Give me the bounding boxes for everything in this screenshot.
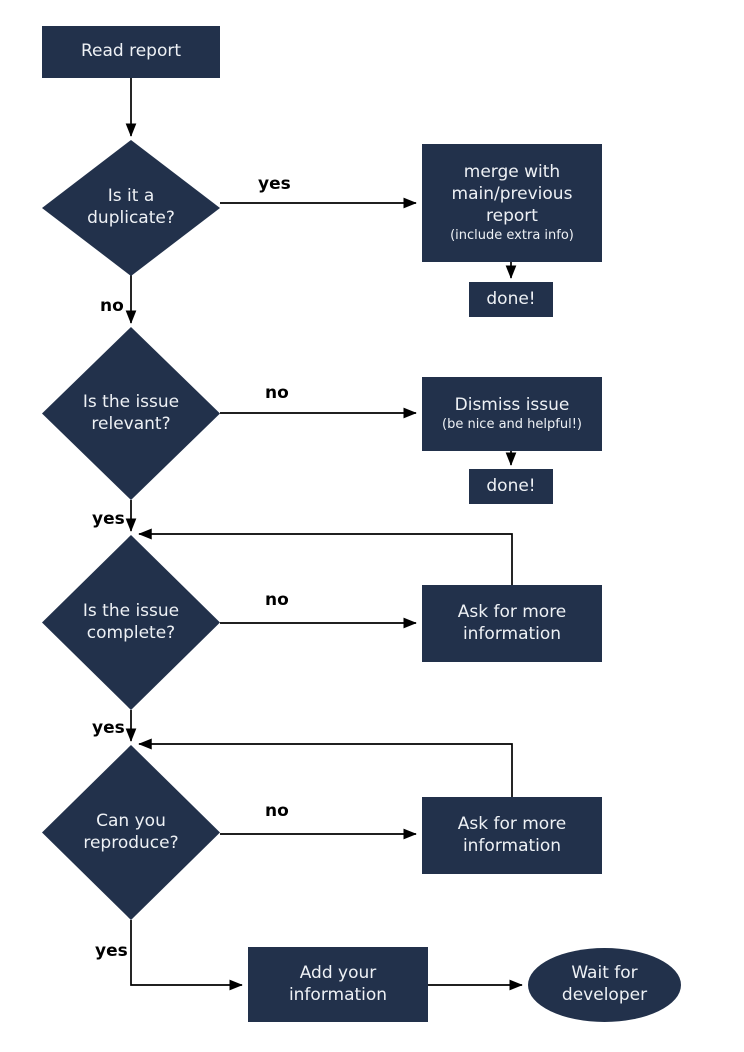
node-is-relevant-line1: Is the issue — [82, 391, 180, 412]
node-merge-line2: main/previous — [451, 184, 573, 204]
node-done-1[interactable]: done! — [469, 282, 553, 317]
node-done-1-label: done! — [486, 288, 536, 309]
node-can-reproduce-line2: reproduce? — [83, 832, 179, 853]
edge-reproduce-yes — [130, 920, 243, 991]
node-ask-more-1[interactable]: Ask for more information — [422, 585, 602, 662]
node-dismiss-line1: Dismiss issue — [454, 395, 570, 415]
node-done-2-label: done! — [486, 475, 536, 496]
node-is-relevant[interactable]: Is the issue relevant? — [42, 327, 220, 500]
node-merge-line1: merge with — [463, 162, 561, 183]
node-is-duplicate[interactable]: Is it a duplicate? — [42, 140, 220, 276]
node-dismiss-note: (be nice and helpful!) — [442, 416, 582, 432]
node-read-report[interactable]: Read report — [42, 26, 220, 78]
node-dismiss-issue[interactable]: Dismiss issue (be nice and helpful!) — [422, 377, 602, 451]
edge-label-reproduce-yes: yes — [95, 941, 128, 961]
node-is-complete-label: Is the issue complete? — [42, 535, 220, 710]
node-merge-report[interactable]: merge with main/previous report (include… — [422, 144, 602, 262]
node-ask-more-2-line1: Ask for more — [457, 813, 567, 834]
node-merge-note: (include extra info) — [450, 227, 574, 243]
node-is-complete-line1: Is the issue — [82, 600, 180, 621]
node-wait-for-developer-line2: developer — [561, 985, 648, 1005]
node-wait-for-developer[interactable]: Wait for developer — [528, 948, 681, 1022]
node-is-complete[interactable]: Is the issue complete? — [42, 535, 220, 710]
node-is-duplicate-line1: Is it a — [107, 186, 155, 207]
node-is-duplicate-label: Is it a duplicate? — [42, 140, 220, 276]
node-can-reproduce-line1: Can you — [96, 810, 166, 831]
node-can-reproduce[interactable]: Can you reproduce? — [42, 745, 220, 920]
edge-label-relevant-no: no — [265, 383, 289, 403]
node-ask-more-2-line2: information — [462, 835, 562, 856]
node-is-complete-line2: complete? — [86, 622, 176, 643]
node-is-relevant-line2: relevant? — [91, 413, 171, 434]
node-add-information-line2: information — [288, 984, 388, 1005]
edge-label-duplicate-no: no — [100, 296, 124, 316]
node-add-information-line1: Add your — [299, 962, 377, 983]
node-done-2[interactable]: done! — [469, 469, 553, 504]
node-can-reproduce-label: Can you reproduce? — [42, 745, 220, 920]
node-ask-more-1-line1: Ask for more — [457, 601, 567, 622]
edge-label-duplicate-yes: yes — [258, 174, 291, 194]
node-merge-line3: report — [486, 205, 538, 226]
node-is-duplicate-line2: duplicate? — [87, 208, 175, 228]
node-is-relevant-label: Is the issue relevant? — [42, 327, 220, 500]
edge-label-relevant-yes: yes — [92, 509, 125, 529]
node-read-report-label: Read report — [80, 41, 182, 62]
edge-label-reproduce-no: no — [265, 801, 289, 821]
node-wait-for-developer-line1: Wait for — [571, 963, 638, 984]
node-add-information[interactable]: Add your information — [248, 947, 428, 1022]
node-ask-more-1-line2: information — [462, 623, 562, 644]
edge-label-complete-yes: yes — [92, 718, 125, 738]
edge-label-complete-no: no — [265, 590, 289, 610]
node-ask-more-2[interactable]: Ask for more information — [422, 797, 602, 874]
